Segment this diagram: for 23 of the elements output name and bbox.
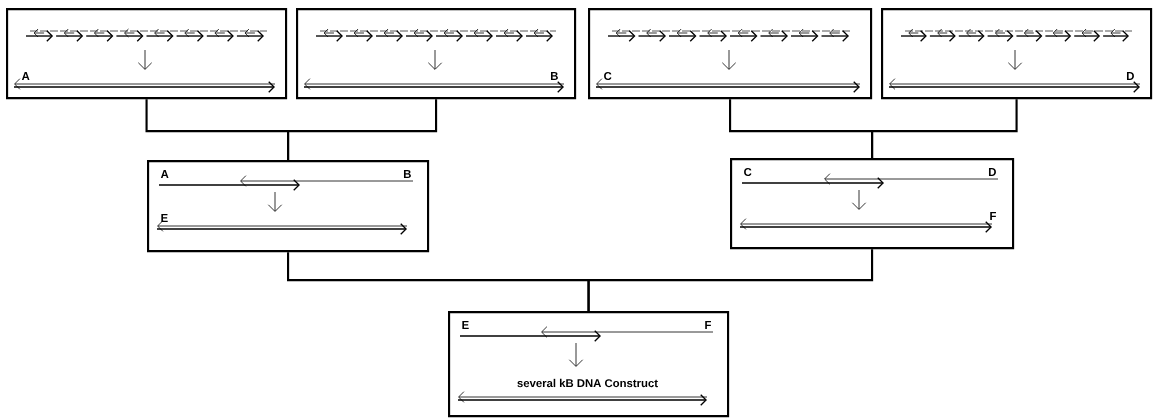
strand-label: E (161, 214, 168, 222)
strand-label: A (160, 170, 169, 178)
strand-label: D (989, 168, 996, 176)
strand-label: F (990, 212, 996, 220)
assembly-box (6, 8, 288, 100)
strand-label: D (1127, 72, 1134, 80)
strand-label: A (21, 72, 30, 80)
assembly-box (147, 160, 430, 253)
strand-label: B (403, 170, 411, 178)
connector-line (587, 249, 874, 311)
assembly-box (296, 8, 577, 100)
assembly-box (881, 8, 1153, 100)
strand-label: C (604, 72, 612, 80)
strand-label: B (550, 72, 558, 80)
connector-line (871, 99, 1018, 158)
construct-label: several kB DNA Construct (517, 378, 658, 388)
assembly-box (588, 8, 873, 100)
strand-label: E (462, 321, 469, 329)
strand-label: C (744, 168, 752, 176)
strand-label: F (705, 321, 711, 329)
assembly-box (730, 158, 1015, 250)
connector-line (287, 99, 438, 160)
assembly-box (448, 311, 730, 418)
